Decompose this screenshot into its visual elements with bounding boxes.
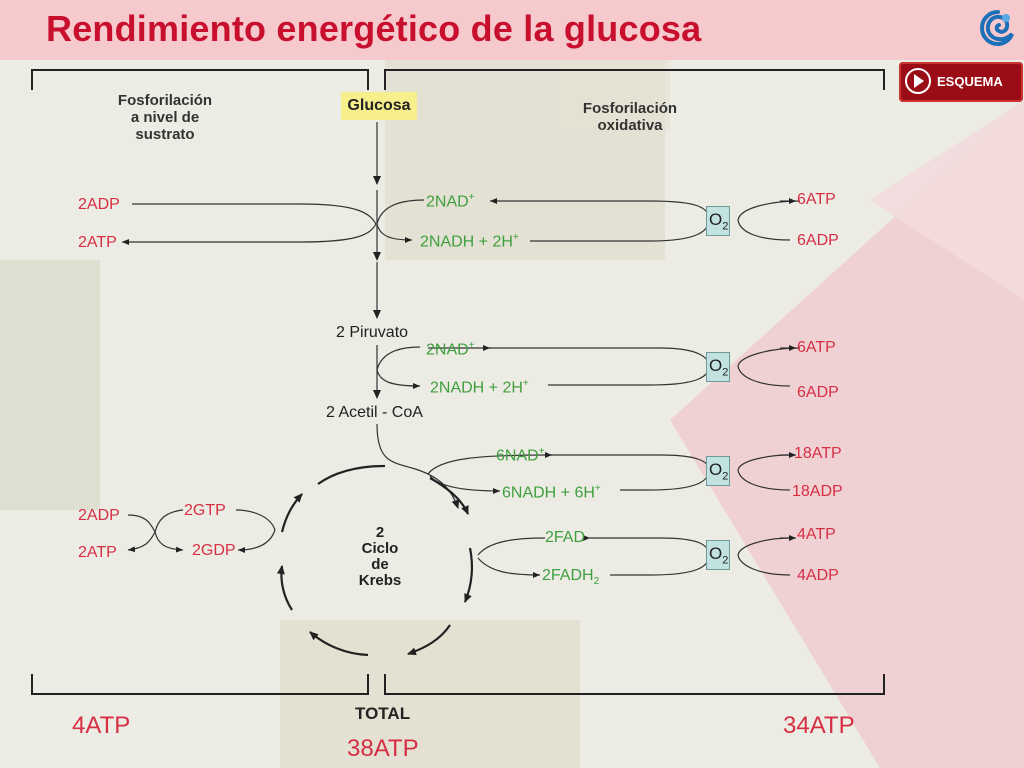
fadh2-label: 2FADH2: [542, 567, 599, 587]
fadh-text: 2FADH: [542, 567, 594, 584]
o2-box: O2: [706, 540, 730, 570]
atp-label: 4ATP: [797, 526, 836, 543]
atp-label: 6ATP: [797, 191, 836, 208]
section-substrate-phosphorylation: Fosforilación a nivel de sustrato: [105, 92, 225, 143]
total-right-value: 34ATP: [783, 712, 855, 739]
nad-label: 6NAD+: [496, 446, 545, 465]
total-label: TOTAL: [355, 704, 411, 723]
play-icon: [905, 68, 931, 94]
nad-text: 2NAD: [426, 193, 469, 211]
total-left-value: 4ATP: [72, 712, 131, 739]
o2-subscript: 2: [722, 554, 729, 567]
glucosa-box: Glucosa: [341, 92, 417, 120]
superscript: +: [468, 192, 475, 203]
adp-label: 6ADP: [797, 232, 839, 249]
o2-subscript: 2: [722, 470, 729, 483]
atp-label: 18ATP: [794, 445, 842, 462]
o2-subscript: 2: [722, 220, 729, 233]
subscript: 2: [593, 576, 600, 588]
superscript: +: [538, 446, 545, 457]
nad-label: 2NAD+: [426, 340, 475, 359]
nadh-text: 2NADH + 2H: [430, 379, 523, 397]
section-oxidative-phosphorylation: Fosforilación oxidativa: [565, 100, 695, 134]
superscript: +: [468, 340, 475, 351]
nadh-label: 2NADH + 2H+: [420, 232, 519, 251]
adp-label: 2ADP: [78, 196, 120, 213]
fad-label: 2FAD: [545, 529, 586, 546]
atp-label: 2ATP: [78, 234, 117, 251]
adp-label: 2ADP: [78, 507, 120, 524]
section-right-line: Fosforilación: [582, 100, 678, 117]
nad-label: 2NAD+: [426, 192, 475, 211]
nadh-label: 2NADH + 2H+: [430, 378, 529, 397]
adp-label: 6ADP: [797, 384, 839, 401]
esquema-button[interactable]: ESQUEMA: [899, 62, 1023, 102]
logo-icon: [979, 10, 1014, 47]
o2-subscript: 2: [722, 366, 729, 379]
piruvato-label: 2 Piruvato: [336, 324, 409, 341]
o2-box: O2: [706, 206, 730, 236]
krebs-line: Ciclo: [361, 540, 399, 557]
krebs-line: 2: [375, 524, 385, 541]
nad-text: 2NAD: [426, 341, 469, 359]
page-title: Rendimiento energético de la glucosa: [46, 8, 702, 49]
o2-text: O: [709, 460, 723, 479]
adp-label: 4ADP: [797, 567, 839, 584]
section-left-line: a nivel de: [130, 109, 200, 126]
atp-label: 2ATP: [78, 544, 117, 561]
o2-text: O: [709, 210, 723, 229]
header-bar: [0, 0, 1024, 60]
o2-text: O: [709, 544, 723, 563]
nadh-label: 6NADH + 6H+: [502, 483, 601, 502]
acetil-coa-label: 2 Acetil - CoA: [326, 404, 423, 421]
krebs-line: de: [371, 556, 389, 573]
total-center-value: 38ATP: [347, 735, 419, 762]
adp-label: 18ADP: [792, 483, 843, 500]
atp-label: 6ATP: [797, 339, 836, 356]
krebs-line: Krebs: [358, 572, 402, 589]
nadh-text: 2NADH + 2H: [420, 233, 513, 251]
gdp-label: 2GDP: [192, 542, 236, 559]
nadh-text: 6NADH + 6H: [502, 484, 595, 502]
superscript: +: [522, 378, 529, 389]
esquema-label: ESQUEMA: [937, 74, 1003, 89]
gtp-label: 2GTP: [184, 502, 226, 519]
superscript: +: [594, 483, 601, 494]
o2-box: O2: [706, 352, 730, 382]
superscript: +: [512, 232, 519, 243]
krebs-cycle-label: 2 Ciclo de Krebs: [350, 525, 410, 589]
section-right-line: oxidativa: [597, 117, 663, 134]
section-left-line: sustrato: [135, 126, 195, 143]
o2-box: O2: [706, 456, 730, 486]
section-left-line: Fosforilación: [117, 92, 213, 109]
nad-text: 6NAD: [496, 447, 539, 465]
o2-text: O: [709, 356, 723, 375]
